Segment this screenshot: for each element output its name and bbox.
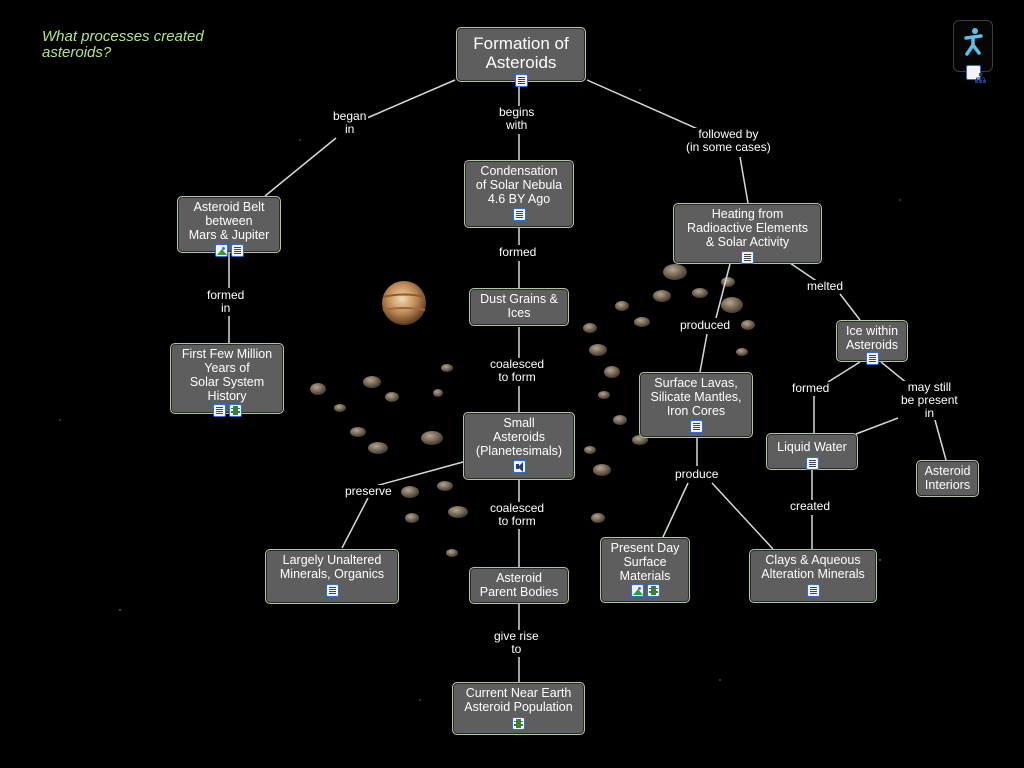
concept-surface-lavas[interactable]: Surface Lavas, Silicate Mantles, Iron Co… <box>639 372 753 438</box>
link-label-preserve: preserve <box>343 484 394 498</box>
video-resource-icon[interactable] <box>512 717 525 730</box>
link-label-begins-with: begins with <box>497 105 537 132</box>
document-resource-icon[interactable] <box>689 420 703 433</box>
concept-label: Asteroid Interiors <box>924 464 971 492</box>
concept-label: Small Asteroids (Planetesimals) <box>475 416 563 458</box>
concept-small-asteroids[interactable]: Small Asteroids (Planetesimals) <box>463 412 575 480</box>
document-resource-icon[interactable] <box>806 584 820 597</box>
concept-formation-of-asteroids[interactable]: Formation of Asteroids <box>456 27 586 87</box>
concept-asteroid-belt[interactable]: Asteroid Belt between Mars & Jupiter <box>177 196 281 257</box>
concept-heating-from-radioactive[interactable]: Heating from Radioactive Elements & Sola… <box>673 203 822 264</box>
asteroid-field-image <box>310 264 755 557</box>
image-resource-icon[interactable] <box>214 244 228 257</box>
concept-largely-unaltered-minerals[interactable]: Largely Unaltered Minerals, Organics <box>265 549 399 604</box>
concept-label: Surface Lavas, Silicate Mantles, Iron Co… <box>650 376 742 418</box>
concept-clays-aqueous-alteration[interactable]: Clays & Aqueous Alteration Minerals <box>749 549 877 603</box>
link-label-produced: produced <box>678 318 733 332</box>
concept-label: First Few Million Years of Solar System … <box>181 347 273 403</box>
concept-dust-grains-ices[interactable]: Dust Grains & Ices <box>469 288 569 326</box>
concept-label: Asteroid Belt between Mars & Jupiter <box>188 200 270 242</box>
document-resource-icon[interactable] <box>514 74 528 87</box>
walking-person-icon <box>964 28 983 56</box>
concept-first-few-million-years[interactable]: First Few Million Years of Solar System … <box>170 343 284 417</box>
document-resource-icon[interactable] <box>230 244 244 257</box>
link-label-formed-ice: formed <box>790 381 832 395</box>
link-label-produce: produce <box>673 467 721 481</box>
link-label-began-in: began in <box>331 109 369 136</box>
concept-current-near-earth-population[interactable]: Current Near Earth Asteroid Population <box>452 682 585 735</box>
link-label-created: created <box>788 499 833 513</box>
document-resource-icon[interactable] <box>212 404 226 417</box>
concept-label: Formation of Asteroids <box>473 34 569 72</box>
link-label-coalesced-2: coalesced to form <box>488 501 547 528</box>
concept-label: Current Near Earth Asteroid Population <box>464 686 573 714</box>
concept-label: Ice within Asteroids <box>845 324 899 352</box>
starfield <box>59 89 901 701</box>
document-resource-icon[interactable] <box>865 352 879 365</box>
link-label-formed-nebula: formed <box>497 245 539 259</box>
concept-label: Dust Grains & Ices <box>480 292 558 320</box>
concept-liquid-water[interactable]: Liquid Water <box>766 433 858 470</box>
concept-label: Present Day Surface Materials <box>610 541 680 583</box>
concept-label: Largely Unaltered Minerals, Organics <box>279 553 385 581</box>
concept-label: Liquid Water <box>777 440 847 454</box>
concept-label: Asteroid Parent Bodies <box>479 571 559 599</box>
link-label-coalesced-1: coalesced to form <box>488 357 547 384</box>
concept-present-day-surface-materials[interactable]: Present Day Surface Materials <box>600 537 690 603</box>
concept-tree-icon[interactable] <box>966 65 986 83</box>
link-label-followed-by: followed by (in some cases) <box>684 127 773 154</box>
connector-lines <box>228 79 947 682</box>
walking-person-button[interactable] <box>953 20 993 83</box>
audio-resource-icon[interactable] <box>512 460 526 473</box>
concept-asteroid-parent-bodies[interactable]: Asteroid Parent Bodies <box>469 567 569 604</box>
link-label-give-rise: give rise to <box>492 629 541 656</box>
image-resource-icon[interactable] <box>630 584 644 597</box>
focus-question: What processes created asteroids? <box>42 28 204 61</box>
jupiter-image <box>382 281 426 325</box>
concept-label: Condensation of Solar Nebula 4.6 BY Ago <box>475 164 563 206</box>
video-resource-icon[interactable] <box>228 404 242 417</box>
concept-asteroid-interiors[interactable]: Asteroid Interiors <box>916 460 979 497</box>
concept-label: Heating from Radioactive Elements & Sola… <box>687 207 808 249</box>
document-resource-icon[interactable] <box>741 251 754 264</box>
link-label-may-still: may still be present in <box>899 380 960 420</box>
concept-label: Clays & Aqueous Alteration Minerals <box>761 553 865 581</box>
concept-ice-within-asteroids[interactable]: Ice within Asteroids <box>836 320 908 365</box>
document-resource-icon[interactable] <box>325 584 339 597</box>
link-label-formed-in: formed in <box>205 288 247 315</box>
link-label-melted: melted <box>805 279 846 293</box>
document-resource-icon[interactable] <box>512 208 526 221</box>
document-resource-icon[interactable] <box>805 457 819 470</box>
video-resource-icon[interactable] <box>646 584 660 597</box>
concept-condensation-solar-nebula[interactable]: Condensation of Solar Nebula 4.6 BY Ago <box>464 160 574 228</box>
